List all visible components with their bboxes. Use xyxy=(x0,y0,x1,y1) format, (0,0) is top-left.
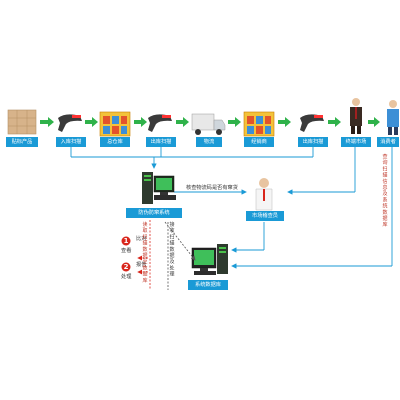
warehouse-icon xyxy=(243,111,275,137)
station-label-4: 出库扫描 xyxy=(151,137,172,145)
station-label-8: 终端市场 xyxy=(346,137,367,145)
station-label-1: 贴标产品 xyxy=(12,137,33,145)
station-label-bg xyxy=(298,137,328,147)
step-1-number: 1 xyxy=(124,237,129,245)
consumer-query-text: 查询扫描信息及系统数据库 xyxy=(382,153,387,228)
station-label-5: 物流 xyxy=(204,137,214,145)
step-1-title: 比对 xyxy=(136,234,146,242)
scanner-icon xyxy=(148,114,172,132)
station-label-bg xyxy=(6,137,38,147)
step-2-sub: 处理 xyxy=(121,272,132,280)
station-label-9: 消费者 xyxy=(380,137,396,145)
anti-fake-computer-icon xyxy=(142,172,176,204)
station-label-bg xyxy=(341,137,371,147)
station-label-bg xyxy=(196,137,222,147)
shopper-icon xyxy=(350,98,362,134)
step-2-badge xyxy=(121,262,131,272)
truck-icon xyxy=(191,113,226,135)
station-label-bg xyxy=(244,137,274,147)
report-links xyxy=(137,220,196,290)
query-text: 核查物流码是否有窜货 xyxy=(186,183,238,191)
system-labels: 防伪防窜系统 市场稽查员 系统数据库 核查物流码是否有窜货 xyxy=(126,183,284,290)
market-supervisor-label: 市场稽查员 xyxy=(252,211,278,219)
station-label-bg xyxy=(100,137,130,147)
consumer-icon xyxy=(387,100,399,135)
step-1-badge xyxy=(121,236,131,246)
station-label-7: 出库扫描 xyxy=(303,137,324,145)
upload-text: 读取扫描数据至数据库 xyxy=(142,221,147,284)
boxes-icon xyxy=(7,109,37,135)
data-center-label: 系统数据库 xyxy=(195,280,221,288)
scanner-icon xyxy=(58,114,82,132)
station-label-bg xyxy=(56,137,86,147)
station-labels: 贴标产品 入库扫描 总仓库 出库扫描 物流 经销商 出库扫描 终端市场 消费者 xyxy=(6,137,399,147)
step-1-sub: 查看 xyxy=(121,246,131,254)
station-label-bg xyxy=(146,137,176,147)
station-label-bg xyxy=(377,137,399,147)
station-label-2: 入库扫描 xyxy=(61,137,82,145)
supervisor-icon xyxy=(255,178,273,211)
warehouse-icon xyxy=(99,111,131,137)
vertical-texts: 读取扫描数据至数据库 接收扫描数据及处理 查询扫描信息及系统数据库 xyxy=(142,153,387,284)
scanner-icon xyxy=(300,114,324,132)
step-2-title: 报告 xyxy=(136,260,146,268)
station-label-3: 总仓库 xyxy=(107,137,123,145)
collector-lines xyxy=(70,147,393,269)
anti-fake-system-label: 防伪防窜系统 xyxy=(138,208,169,216)
step-badges: 1 比对 查看 2 报告 处理 xyxy=(121,234,146,280)
flow-arrows xyxy=(40,117,380,127)
step-2-number: 2 xyxy=(124,263,129,271)
station-label-6: 经销商 xyxy=(251,137,267,145)
data-center-computer-icon xyxy=(191,244,228,275)
reply-text: 接收扫描数据及处理 xyxy=(169,221,174,278)
